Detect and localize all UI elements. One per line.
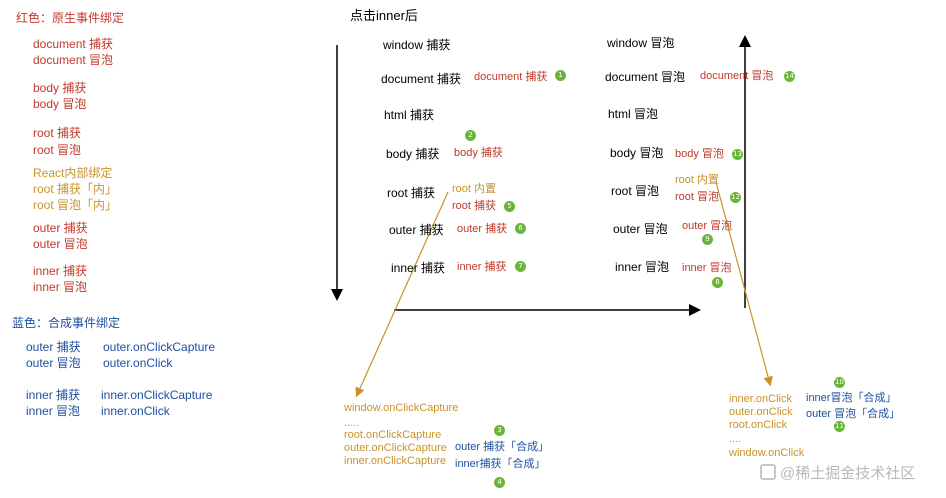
root-bubble-link: [715, 181, 773, 387]
capture-synth-inner: inner捕获「合成」: [455, 458, 546, 470]
legend-item: body 捕获: [33, 81, 87, 95]
step-badge-5: 5: [504, 201, 515, 212]
bubble-list-line: outer.onClick: [729, 406, 793, 418]
capture-phase-outer: outer 捕获: [389, 223, 444, 237]
bubble-phase-html: html 冒泡: [608, 107, 659, 121]
legend-item: body 冒泡: [33, 97, 87, 111]
legend-blue-name: inner 捕获: [26, 388, 81, 402]
bubble-phase-window: window 冒泡: [607, 36, 675, 50]
legend-blue-handler: outer.onClick: [103, 356, 173, 370]
legend-blue-heading: 蓝色：合成事件绑定: [12, 316, 121, 330]
legend-blue-name: outer 捕获: [26, 340, 81, 354]
legend-blue-name: outer 冒泡: [26, 356, 81, 370]
bubble-list-line: root.onClick: [729, 419, 788, 431]
capture-body-label: body 捕获: [454, 147, 503, 159]
bubble-synth-outer: outer 冒泡「合成」: [806, 408, 901, 420]
step-badge-13: 13: [732, 149, 743, 160]
legend-item: outer 捕获: [33, 221, 88, 235]
capture-phase-inner: inner 捕获: [391, 261, 446, 275]
step-badge-14: 14: [784, 71, 795, 82]
legend-item: inner 捕获: [33, 264, 88, 278]
capture-document-label: document 捕获: [474, 71, 548, 83]
step-badge-4: 4: [494, 477, 505, 488]
capture-list-line: window.onClickCapture: [344, 402, 459, 414]
legend-item: document 冒泡: [33, 53, 114, 67]
step-badge-11: 11: [834, 421, 845, 432]
bubble-outer-label: outer 冒泡: [682, 220, 733, 232]
bubble-list-line: window.onClick: [729, 447, 805, 459]
step-badge-12: 12: [730, 192, 741, 203]
capture-synth-outer: outer 捕获「合成」: [455, 441, 550, 453]
capture-phase-document: document 捕获: [381, 72, 462, 86]
legend-item: outer 冒泡: [33, 237, 88, 251]
legend-red-heading: 红色：原生事件绑定: [16, 11, 125, 25]
legend-item: root 冒泡「内」: [33, 198, 118, 212]
step-badge-10: 10: [834, 377, 845, 388]
legend-item: document 捕获: [33, 37, 114, 51]
bubble-root-label: root 冒泡: [675, 191, 720, 203]
capture-list-line: .....: [344, 417, 360, 429]
step-badge-9: 9: [702, 234, 713, 245]
legend-item: root 捕获: [33, 126, 82, 140]
bubble-phase-root: root 冒泡: [611, 184, 660, 198]
bubble-root-inner-label: root 内置: [675, 174, 720, 186]
watermark-logo-icon: [760, 464, 776, 480]
bubble-phase-document: document 冒泡: [605, 70, 686, 84]
legend-blue-handler: inner.onClickCapture: [101, 388, 213, 402]
capture-list-line: inner.onClickCapture: [344, 455, 447, 467]
bubble-phase-inner: inner 冒泡: [615, 260, 670, 274]
legend-react-heading: React内部绑定: [33, 166, 113, 180]
capture-phase-html: html 捕获: [384, 108, 435, 122]
capture-root-inner-label: root 内置: [452, 183, 497, 195]
legend-item: inner 冒泡: [33, 280, 88, 294]
capture-inner-label: inner 捕获: [457, 261, 507, 273]
bubble-phase-outer: outer 冒泡: [613, 222, 668, 236]
capture-root-label: root 捕获: [452, 200, 497, 212]
step-badge-7: 7: [515, 261, 526, 272]
capture-phase-root: root 捕获: [387, 186, 436, 200]
step-badge-1: 1: [555, 70, 566, 81]
legend-blue-name: inner 冒泡: [26, 404, 81, 418]
bubble-list-line: inner.onClick: [729, 393, 792, 405]
legend-blue-handler: inner.onClick: [101, 404, 170, 418]
bubble-body-label: body 冒泡: [675, 148, 724, 160]
bubble-phase-body: body 冒泡: [610, 146, 664, 160]
diagram-title: 点击inner后: [350, 8, 418, 23]
legend-item: root 捕获「内」: [33, 182, 118, 196]
capture-list-line: outer.onClickCapture: [344, 442, 447, 454]
step-badge-2: 2: [465, 130, 476, 141]
bubble-document-label: document 冒泡: [700, 70, 774, 82]
step-badge-3: 3: [494, 425, 505, 436]
bubble-list-line: ....: [729, 433, 742, 445]
bubble-inner-label: inner 冒泡: [682, 262, 732, 274]
legend-item: root 冒泡: [33, 143, 82, 157]
bubble-synth-inner: inner冒泡「合成」: [806, 392, 897, 404]
capture-phase-window: window 捕获: [383, 38, 451, 52]
capture-phase-body: body 捕获: [386, 147, 440, 161]
step-badge-8: 8: [712, 277, 723, 288]
step-badge-6: 6: [515, 223, 526, 234]
watermark: @稀土掘金技术社区: [760, 462, 915, 483]
legend-blue-handler: outer.onClickCapture: [103, 340, 216, 354]
capture-list-line: root.onClickCapture: [344, 429, 442, 441]
capture-outer-label: outer 捕获: [457, 223, 508, 235]
watermark-text: @稀土掘金技术社区: [780, 465, 916, 482]
